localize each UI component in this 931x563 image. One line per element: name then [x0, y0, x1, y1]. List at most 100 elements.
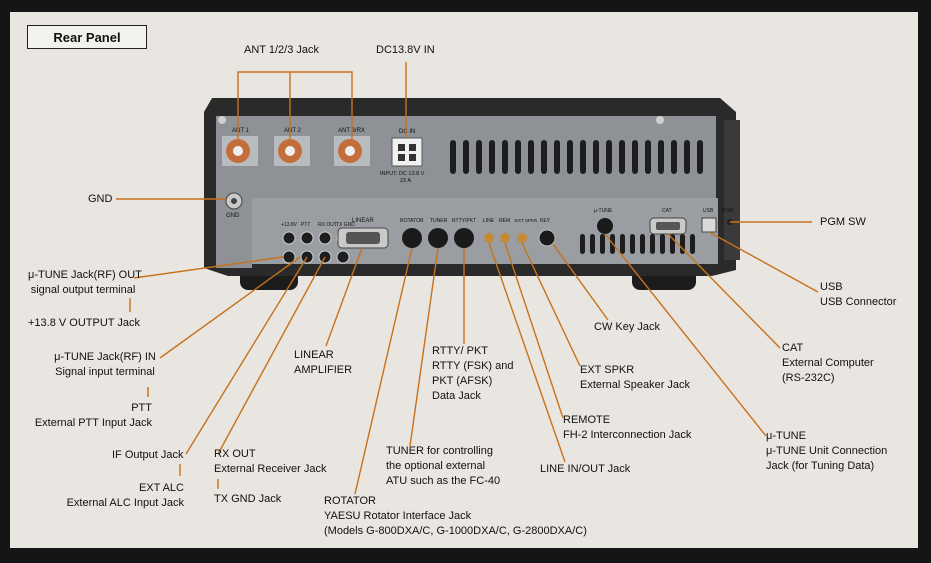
callout-line: AMPLIFIER	[294, 364, 353, 376]
rem-jack	[500, 233, 510, 243]
callout-line: RTTY/ PKT	[432, 345, 489, 357]
mutune-in-callout: μ-TUNE Jack(RF) IN Signal input terminal	[50, 350, 160, 380]
leader-mutune	[604, 233, 767, 437]
rx-out-callout: RX OUT External Receiver Jack	[214, 447, 327, 477]
callout-line: USB	[820, 281, 843, 293]
callout-line: External Receiver Jack	[214, 463, 327, 475]
amps-label: 23 A	[400, 178, 411, 184]
callout-line: CAT	[782, 342, 804, 354]
callout-line: YAESU Rotator Interface Jack	[324, 510, 472, 522]
linear-label: LINEAR	[352, 218, 374, 224]
tuner-jack	[428, 228, 448, 248]
input-rating-label: INPUT: DC 13.8 V	[380, 171, 425, 177]
ant1-jack	[222, 136, 258, 166]
line-small-label: LINE	[483, 218, 495, 224]
dc-in-label: DC IN	[399, 129, 415, 135]
callout-line: (Models G-800DXA/C, G-1000DXA/C, G-2800D…	[324, 525, 587, 537]
leader-cwkey	[552, 243, 609, 321]
tx-gnd-small-label: TX GND	[336, 222, 355, 228]
tx-gnd-callout: TX GND Jack	[214, 493, 282, 505]
leader-remote	[504, 242, 564, 419]
callout-line: Jack (for Tuning Data)	[766, 460, 875, 472]
rtty-callout: RTTY/ PKT RTTY (FSK) and PKT (AFSK) Data…	[432, 344, 514, 404]
ext-spkr-small-label: EXT SPKR	[515, 218, 538, 223]
callout-line: PTT	[131, 402, 152, 414]
callout-line: LINEAR	[294, 349, 334, 361]
callout-line: PKT (AFSK)	[432, 375, 493, 387]
callout-line: REMOTE	[563, 414, 611, 426]
leader-ant	[237, 71, 353, 139]
ptt-callout: PTT External PTT Input Jack	[34, 401, 152, 431]
ant2-label: ANT 2	[284, 128, 302, 134]
callout-line: ATU such as the FC-40	[386, 475, 501, 487]
pgm-small-label: PGM	[722, 208, 733, 214]
callout-line: TUNER for controlling	[386, 445, 493, 457]
callout-line: the optional external	[386, 460, 486, 472]
callout-line: μ-TUNE Unit Connection	[766, 445, 888, 457]
callout-line: μ-TUNE Jack(RF) IN	[54, 351, 156, 363]
callout-line: External ALC Input Jack	[66, 497, 184, 509]
page-title: Rear Panel	[27, 25, 147, 49]
usb-small-label: USB	[703, 208, 714, 214]
rotator-callout: ROTATOR YAESU Rotator Interface Jack (Mo…	[324, 494, 587, 539]
linear-callout: LINEAR AMPLIFIER	[294, 348, 352, 378]
mutune-out-callout: μ-TUNE Jack(RF) OUT signal output termin…	[28, 268, 142, 298]
ext-spkr-callout: EXT SPKR External Speaker Jack	[580, 363, 690, 393]
leader-mutune-in	[159, 256, 301, 359]
ant-callout: ANT 1/2/3 Jack	[244, 44, 319, 56]
callout-line: μ-TUNE	[766, 430, 806, 442]
rtty-small-label: RTTY/PKT	[452, 218, 476, 224]
tuner-small-label: TUNER	[430, 218, 448, 224]
leader-usb	[708, 231, 819, 293]
leader-line	[488, 242, 566, 463]
pgm-callout: PGM SW	[820, 216, 866, 228]
tuner-callout: TUNER for controlling the optional exter…	[386, 444, 500, 489]
if-out-callout: IF Output Jack	[112, 449, 184, 461]
rotator-small-label: ROTATOR	[400, 218, 424, 224]
remote-callout: REMOTE FH-2 Interconnection Jack	[563, 413, 691, 443]
ant3-jack	[334, 136, 370, 166]
leader-cat	[667, 233, 781, 349]
rtty-jack	[454, 228, 474, 248]
callout-line: FH-2 Interconnection Jack	[563, 429, 692, 441]
ant2-jack	[274, 136, 310, 166]
leader-rotator	[354, 247, 413, 495]
mu-tune-jack	[597, 218, 613, 234]
rem-small-label: REM	[499, 218, 510, 224]
leader-if	[185, 256, 308, 455]
callout-line: EXT SPKR	[580, 364, 635, 376]
mu-tune-small-label: μ-TUNE	[594, 208, 613, 214]
lower-left-plate	[216, 198, 252, 268]
callout-line: signal output terminal	[30, 284, 136, 296]
callout-line: Signal input terminal	[55, 366, 155, 378]
callout-line: RTTY (FSK) and	[432, 360, 514, 372]
callout-line: EXT ALC	[138, 482, 184, 494]
screw	[656, 116, 664, 124]
callout-line: External Speaker Jack	[580, 379, 691, 391]
callout-line: RX OUT	[214, 448, 256, 460]
lower-vents	[580, 234, 695, 254]
gnd-label: GND	[226, 213, 240, 219]
line-jack	[484, 233, 494, 243]
upper-vents	[450, 140, 703, 174]
callout-line: ROTATOR	[324, 495, 376, 507]
side-bracket-right	[724, 120, 740, 260]
callout-line: External Computer	[782, 357, 874, 369]
leader-linear	[325, 247, 363, 347]
p13v-label: +13.8V	[281, 222, 298, 228]
ptt-label: PTT	[301, 222, 310, 228]
ant1-label: ANT 1	[232, 128, 250, 134]
usb-callout: USB USB Connector	[820, 280, 896, 310]
rotator-jack	[402, 228, 422, 248]
rx-out-small-label: RX OUT	[318, 222, 337, 228]
out138-callout: +13.8 V OUTPUT Jack	[28, 317, 140, 329]
mu-tune-callout: μ-TUNE μ-TUNE Unit Connection Jack (for …	[766, 429, 887, 474]
line-callout: LINE IN/OUT Jack	[540, 463, 631, 475]
dcin-callout: DC13.8V IN	[376, 44, 435, 56]
callout-line: USB Connector	[820, 296, 897, 308]
leader-mutune-out	[133, 256, 284, 279]
callout-line: Data Jack	[432, 390, 481, 402]
key-jack	[538, 229, 556, 247]
